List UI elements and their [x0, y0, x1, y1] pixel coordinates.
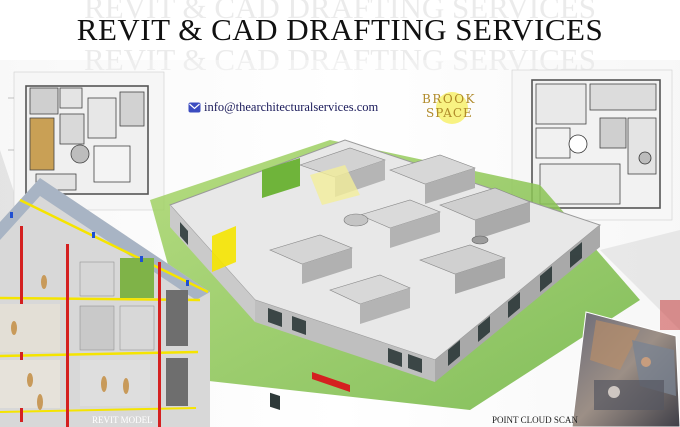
page-title: REVIT & CAD DRAFTING SERVICES — [76, 12, 604, 47]
logo-mark-icon — [436, 92, 468, 124]
revit-section-model — [0, 178, 210, 427]
email-address[interactable]: info@thearchitecturalservices.com — [204, 100, 379, 114]
point-cloud-scan-caption: POINT CLOUD SCAN — [492, 415, 578, 425]
logo-text-space: SPACE — [426, 106, 473, 120]
logo-text-brook: BROOK — [422, 92, 476, 106]
contact-email[interactable]: info@thearchitecturalservices.com — [188, 100, 378, 115]
title-reflection-top: REVIT & CAD DRAFTING SERVICES — [84, 0, 596, 25]
point-cloud-scan-photo — [571, 300, 680, 427]
brook-space-logo: BROOK SPACE — [416, 90, 488, 126]
revit-model-caption: REVIT MODEL — [92, 415, 153, 425]
envelope-icon — [188, 102, 201, 113]
isometric-building-model — [150, 139, 640, 410]
